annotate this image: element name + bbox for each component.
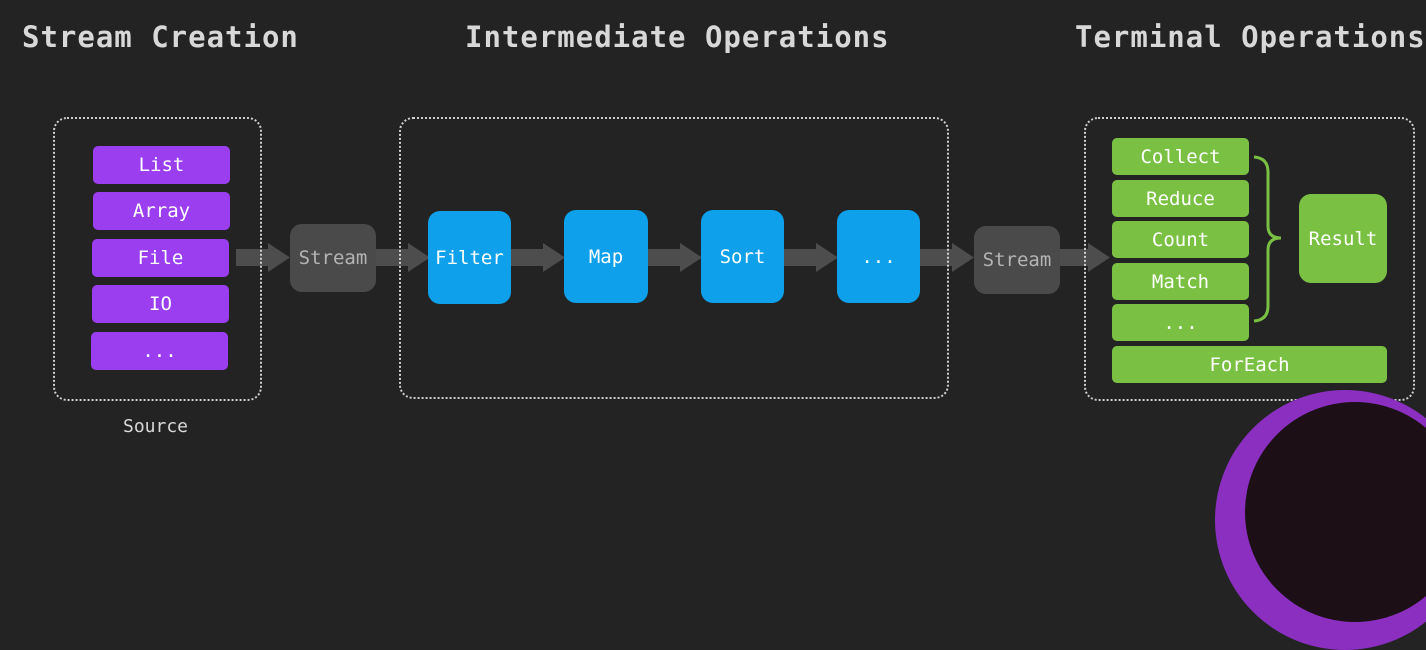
arrow-more-to-stream [920,243,974,272]
source-array: Array [93,192,230,230]
terminal-operations-heading: Terminal Operations [1075,20,1426,54]
flow-arrows [236,155,1282,323]
terminal-collect: Collect [1112,138,1249,175]
terminal-reduce: Reduce [1112,180,1249,217]
arrow-sort-to-more [784,243,838,272]
presenter-avatar-inner [1245,402,1426,622]
stream-creation-heading: Stream Creation [22,20,299,54]
source-io: IO [92,285,229,323]
source-group [53,117,262,401]
terminal-group [1084,117,1415,401]
terminal-count: Count [1112,221,1249,258]
stream-node-1: Stream [290,224,376,292]
arrow-stream-to-filter [376,243,430,272]
arrow-filter-to-map [511,243,565,272]
arrow-stream-to-terminal [1060,243,1110,272]
op-map: Map [564,210,648,303]
source-more: ... [91,332,228,370]
intermediate-operations-heading: Intermediate Operations [465,20,890,54]
source-caption: Source [123,416,189,437]
source-list: List [93,146,230,184]
terminal-more: ... [1112,304,1249,341]
op-sort: Sort [701,210,784,303]
source-file: File [92,239,229,277]
terminal-match: Match [1112,263,1249,300]
result-node: Result [1299,194,1387,283]
op-more: ... [837,210,920,303]
arrow-map-to-sort [648,243,702,272]
op-filter: Filter [428,211,511,304]
stream-node-2: Stream [974,226,1060,294]
terminal-foreach: ForEach [1112,346,1387,383]
intermediate-group [399,117,949,399]
terminal-ops-brace [1253,155,1282,323]
